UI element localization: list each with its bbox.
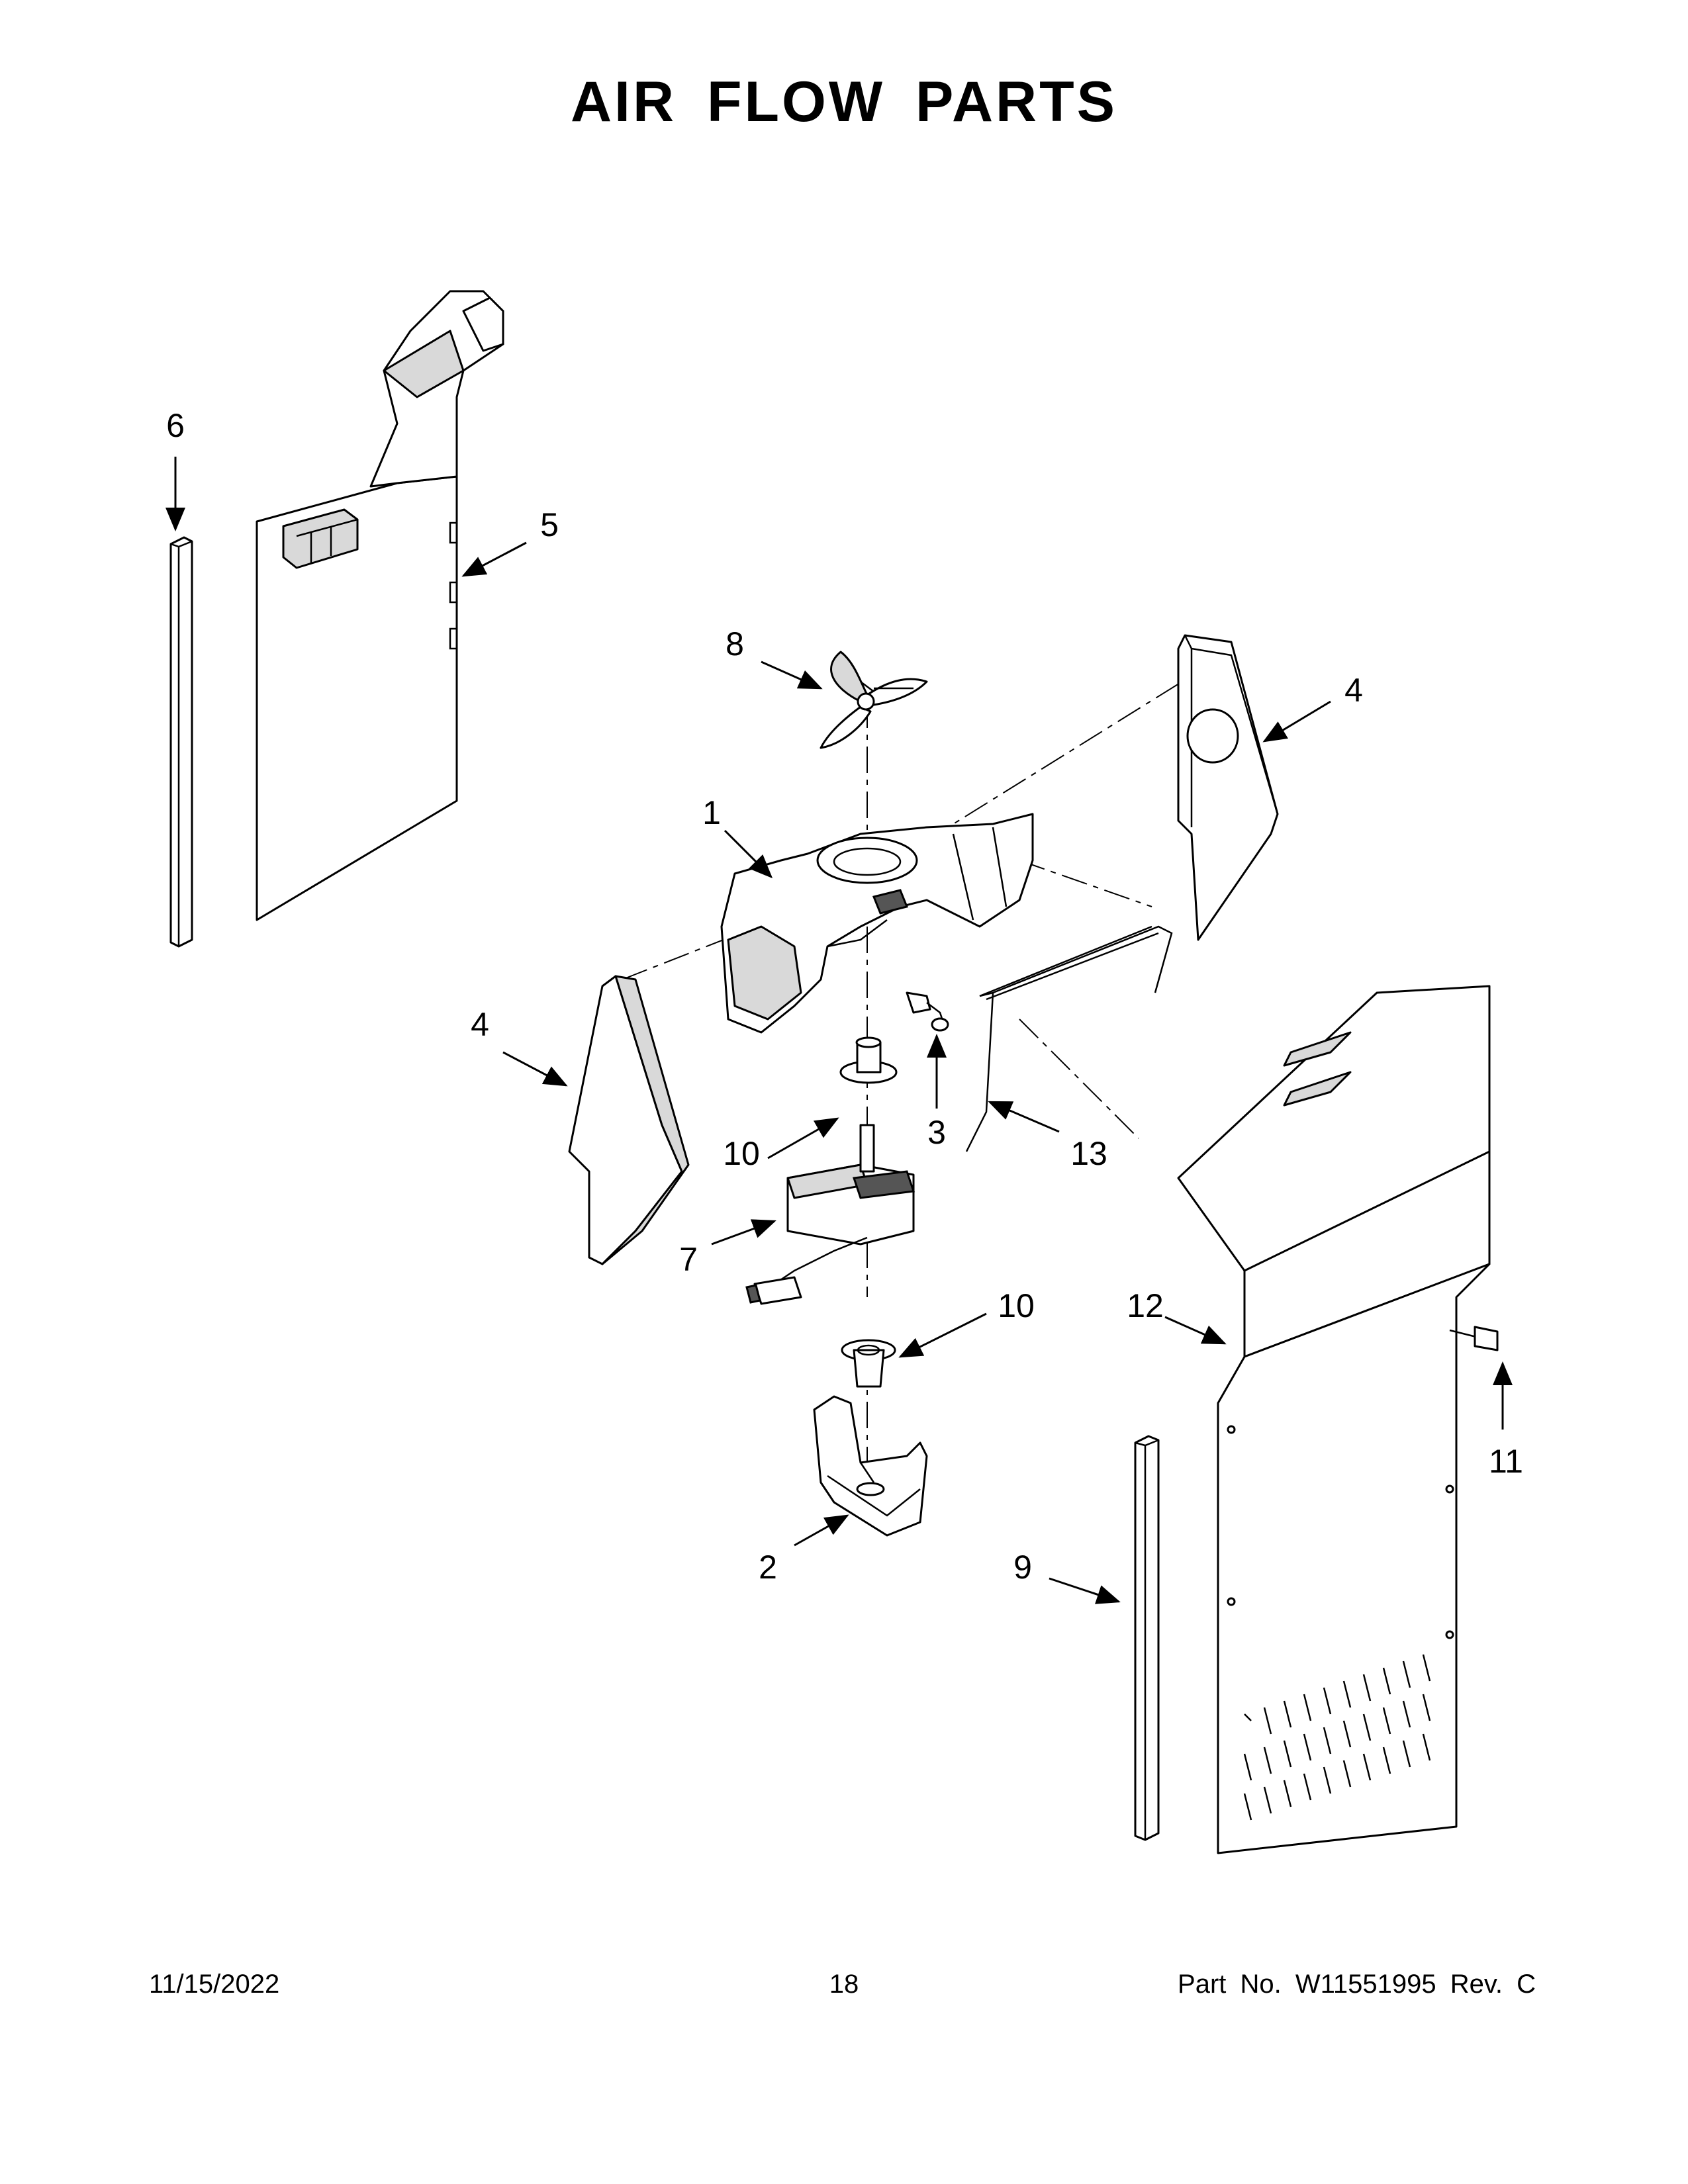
callout-12: 12: [1127, 1287, 1164, 1324]
callout-13: 13: [1070, 1135, 1107, 1172]
part-10-grommet-upper: [839, 1036, 898, 1084]
callout-10-upper: 10: [723, 1135, 760, 1172]
callout-labels: 6 5 8 4 1 4 3 10 13 7 10 12 11 2 9: [166, 407, 1523, 1586]
callout-6: 6: [166, 407, 185, 444]
callout-8: 8: [726, 625, 744, 662]
footer-part-number: Part No. W11551995 Rev. C: [1178, 1970, 1536, 1999]
callout-5: 5: [540, 506, 559, 543]
callout-2: 2: [759, 1549, 777, 1586]
part-11-screw: [1449, 1326, 1499, 1351]
part-5-duct-panel: [256, 290, 504, 921]
callout-1: 1: [702, 794, 721, 831]
part-3-screw: [906, 991, 949, 1032]
callout-4-right: 4: [1344, 672, 1363, 709]
part-1-fan-shroud: [720, 813, 1034, 1034]
callout-9: 9: [1013, 1549, 1032, 1586]
page-title: AIR FLOW PARTS: [570, 70, 1118, 134]
part-4-right-baffle: [1177, 634, 1279, 941]
part-13-bracket-wire: [965, 925, 1173, 1152]
footer-page-number: 18: [829, 1970, 859, 1999]
part-4-left-baffle: [568, 975, 690, 1265]
footer-date: 11/15/2022: [149, 1970, 280, 1999]
callout-11: 11: [1489, 1443, 1523, 1480]
leader-arrows: [165, 457, 1513, 1604]
part-10-grommet-lower: [841, 1339, 896, 1388]
callout-10-lower: 10: [998, 1287, 1035, 1324]
part-9-seal-strip: [1134, 1435, 1160, 1841]
callout-3: 3: [927, 1114, 946, 1151]
part-7-fan-motor: [745, 1124, 915, 1305]
part-12-evaporator-cover: [1177, 985, 1491, 1854]
part-2-motor-bracket: [813, 1395, 928, 1537]
part-8-fan-blade: [820, 651, 928, 749]
callout-7: 7: [679, 1241, 698, 1278]
callout-4-left: 4: [471, 1006, 489, 1043]
alignment-lines: [622, 655, 1225, 1482]
part-6-seal-strip: [169, 536, 193, 948]
